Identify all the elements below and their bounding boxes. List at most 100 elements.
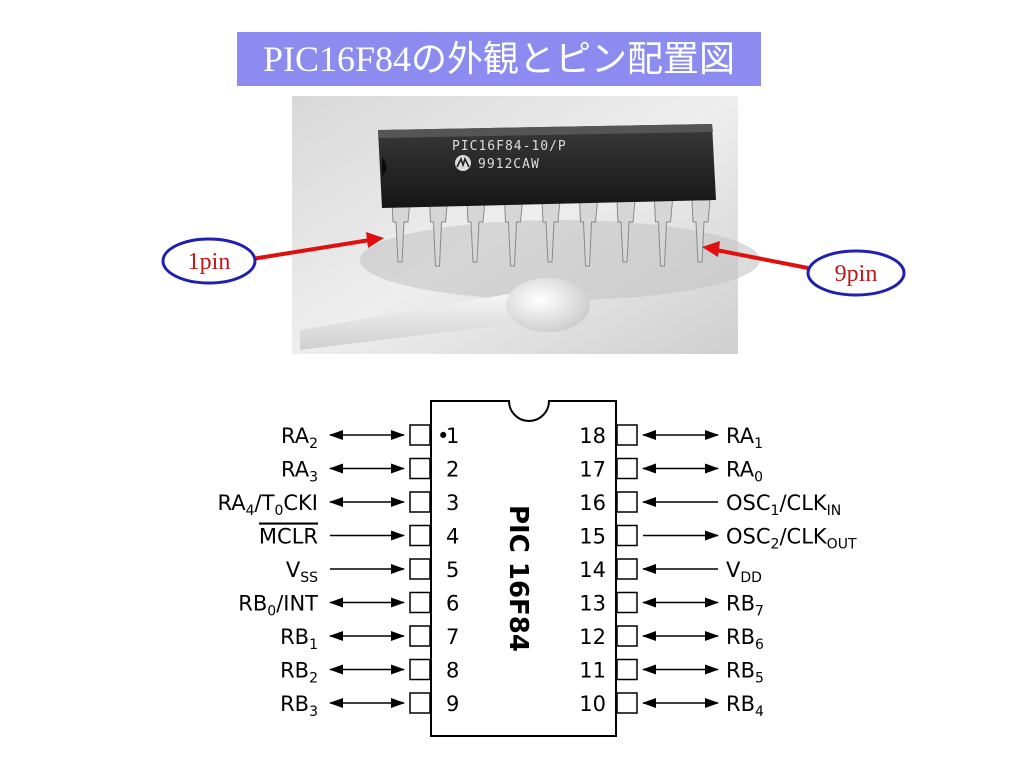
pin-number: 10 — [579, 692, 606, 716]
pin-number: 5 — [446, 558, 459, 582]
pin-label-6: RB0/INT — [238, 592, 318, 620]
pin-row-8: RB2 8 — [280, 659, 459, 687]
pin-pad — [409, 692, 431, 714]
pin-row-7: RB1 7 — [280, 625, 459, 653]
pin-row-13: RB7 13 — [579, 592, 764, 620]
pin-label-2: RA3 — [281, 458, 318, 486]
pin-number: 14 — [579, 558, 606, 582]
pin-label-5: VSS — [286, 558, 318, 586]
chip-photo: PIC16F84-10/P 9912CAW 1pin 9pin — [161, 96, 906, 354]
pin-row-12: RB6 12 — [579, 625, 764, 653]
chip-leg — [428, 199, 449, 267]
pin-row-10: RB4 10 — [579, 692, 764, 720]
chip-legs — [391, 199, 711, 267]
pin-pad — [616, 692, 638, 714]
pin1-dot: • — [437, 424, 449, 448]
chip-leg — [466, 199, 486, 263]
pin9-badge — [806, 249, 906, 297]
pin1-label: 1pin — [188, 249, 231, 275]
match-stick — [300, 278, 590, 350]
pin-label-3: RA4/T0CKI — [218, 491, 319, 519]
pin-row-11: RB5 11 — [579, 659, 764, 687]
pin-row-16: OSC1/CLKIN 16 — [579, 491, 841, 519]
pin-pad — [616, 625, 638, 647]
pin-row-1: RA2 1• — [281, 424, 459, 452]
pin-label-7: RB1 — [280, 625, 318, 653]
pin-label-18: RA1 — [726, 424, 763, 452]
pin-row-4: MCLR 4 — [259, 525, 459, 549]
pin-number: 1 — [446, 424, 459, 448]
pin-label-1: RA2 — [281, 424, 318, 452]
chip-leg — [503, 199, 524, 267]
pin-row-17: RA0 17 — [579, 458, 763, 486]
pin-number: 16 — [579, 491, 606, 515]
pin-pad — [409, 424, 431, 446]
pin-pad — [616, 491, 638, 513]
pin9-label: 9pin — [835, 261, 878, 287]
chip-leg — [691, 199, 711, 263]
pin-label-14: VDD — [726, 558, 762, 586]
pin-number: 7 — [446, 625, 459, 649]
pin-number: 8 — [446, 659, 459, 683]
slide-title: PIC16F84の外観とピン配置図 — [237, 32, 761, 86]
pin-number: 2 — [446, 458, 459, 482]
pin-label-8: RB2 — [280, 659, 318, 687]
chip-body — [378, 124, 716, 208]
pin-number: 12 — [579, 625, 606, 649]
pin-pad — [616, 457, 638, 480]
pin-row-6: RB0/INT 6 — [238, 592, 459, 620]
pin-label-13: RB7 — [726, 592, 764, 620]
pin-pad — [409, 558, 431, 580]
pin-pad — [616, 591, 638, 614]
pin-label-16: OSC1/CLKIN — [726, 491, 841, 519]
pin-row-15: OSC2/CLKOUT 15 — [579, 525, 857, 553]
pin1-badge — [161, 237, 257, 285]
pin-number: 18 — [579, 424, 606, 448]
pin-row-9: RB3 9 — [280, 692, 459, 720]
pin-label-15: OSC2/CLKOUT — [726, 525, 857, 553]
pin-row-3: RA4/T0CKI 3 — [218, 491, 460, 519]
chip-leg — [653, 199, 674, 267]
pin-label-11: RB5 — [726, 659, 764, 687]
pin-row-18: RA1 18 — [579, 424, 763, 452]
pin-number: 4 — [446, 525, 459, 549]
pin-label-10: RB4 — [726, 692, 764, 720]
pin-pad — [409, 524, 431, 547]
chip-outline — [430, 400, 617, 737]
pin-number: 9 — [446, 692, 459, 716]
pin-number: 15 — [579, 525, 606, 549]
pin-pad — [409, 591, 431, 614]
pin-pad — [409, 457, 431, 480]
pin-pad — [616, 524, 638, 547]
chip-leg — [616, 199, 636, 263]
pin-number: 13 — [579, 592, 606, 616]
pin-label-9: RB3 — [280, 692, 318, 720]
chip-leg — [541, 199, 561, 263]
pin-pad — [409, 491, 431, 513]
pin-pad — [409, 625, 431, 647]
pin-row-5: VSS 5 — [286, 558, 460, 586]
pin-label-17: RA0 — [726, 458, 763, 486]
pin-pad — [409, 658, 431, 681]
chip-name: PIC 16F84 — [503, 505, 533, 652]
pin1-callout: 1pin — [161, 232, 384, 285]
pin-pad — [616, 658, 638, 681]
pin-pad — [616, 424, 638, 446]
pin-number: 17 — [579, 458, 606, 482]
chip-marking-line1: PIC16F84-10/P — [452, 139, 567, 154]
pin-pad — [616, 558, 638, 580]
pin-row-14: VDD 14 — [579, 558, 762, 586]
chip-leg — [578, 199, 599, 267]
pin9-callout: 9pin — [702, 241, 906, 297]
pin-number: 11 — [579, 659, 606, 683]
pin-label-4: MCLR — [259, 525, 318, 549]
pin-label-12: RB6 — [726, 625, 764, 653]
microchip-logo — [455, 155, 471, 171]
chip-marking-line2: 9912CAW — [478, 157, 540, 172]
pin-number: 3 — [446, 491, 459, 515]
pin-row-2: RA3 2 — [281, 458, 459, 486]
pin-number: 6 — [446, 592, 459, 616]
